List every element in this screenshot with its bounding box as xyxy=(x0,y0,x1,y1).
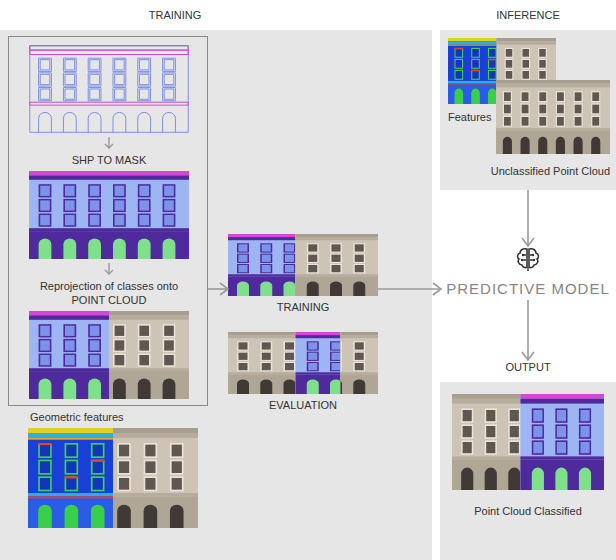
text-slot: Reprojection of classes onto POINT CLOUD xyxy=(24,279,194,307)
text-slot: Geometric features xyxy=(30,410,200,424)
features-figure: Geometric features xyxy=(8,410,208,534)
text-slot: EVALUATION xyxy=(228,398,378,412)
text-slot: Unclassified Point Cloud xyxy=(446,164,610,178)
building-image xyxy=(29,311,189,399)
section-heading: INFERENCE xyxy=(440,8,616,22)
text-slot: OUTPUT xyxy=(440,360,616,374)
section-heading: OUTPUT xyxy=(440,360,616,374)
caption: Point Cloud Classified xyxy=(440,504,616,518)
step-arrow xyxy=(103,263,115,276)
output-panel: OUTPUT Point Cloud Classified xyxy=(440,360,616,560)
building-image xyxy=(28,428,198,528)
caption: Unclassified Point Cloud xyxy=(446,164,610,178)
building-image xyxy=(228,234,378,296)
building-image xyxy=(496,80,610,154)
caption: EVALUATION xyxy=(228,398,378,412)
arrow-line xyxy=(527,300,529,360)
text-slot: PREDICTIVE MODEL xyxy=(441,280,615,298)
caption: Features xyxy=(448,110,508,124)
text-slot: TRAINING xyxy=(228,300,378,314)
caption: Geometric features xyxy=(30,410,200,424)
section-heading: TRAINING xyxy=(100,8,250,22)
building-image xyxy=(29,171,189,259)
text-slot: INFERENCE xyxy=(440,8,616,22)
brain-icon xyxy=(515,246,541,272)
text-slot: Point Cloud Classified xyxy=(440,504,616,518)
flow-arrow xyxy=(208,283,228,295)
arrow-line xyxy=(527,190,529,246)
pipeline-box: SHP TO MASK Reprojection of classes onto … xyxy=(8,36,208,406)
step-arrow xyxy=(103,137,115,150)
building-image xyxy=(228,332,378,394)
flow-arrow xyxy=(522,300,534,360)
step-label: Reprojection of classes onto POINT CLOUD xyxy=(24,279,194,307)
model-node: PREDICTIVE MODEL xyxy=(441,246,615,300)
building-image xyxy=(452,394,604,490)
flow-arrow xyxy=(522,190,534,246)
text-slot: SHP TO MASK xyxy=(19,153,199,167)
step-label: SHP TO MASK xyxy=(19,153,199,167)
arrow-head xyxy=(522,238,534,246)
arrow-head xyxy=(522,352,534,360)
text-slot: Features xyxy=(448,110,508,124)
training-figure: TRAINING xyxy=(228,234,378,316)
building-image xyxy=(29,45,189,133)
caption: TRAINING xyxy=(228,300,378,314)
flow-arrow xyxy=(378,283,441,295)
arrow-head xyxy=(433,283,441,295)
arrow-head xyxy=(220,283,228,295)
arrow-line xyxy=(378,288,441,290)
model-label: PREDICTIVE MODEL xyxy=(446,280,610,298)
text-slot: TRAINING xyxy=(100,8,250,22)
training-panel: TRAINING SHP TO MASK Reprojection of class… xyxy=(0,30,432,560)
inference-panel: INFERENCEFeaturesUnclassified Point Clou… xyxy=(440,30,616,190)
evaluation-figure: EVALUATION xyxy=(228,332,378,412)
arrow-line xyxy=(208,288,228,290)
